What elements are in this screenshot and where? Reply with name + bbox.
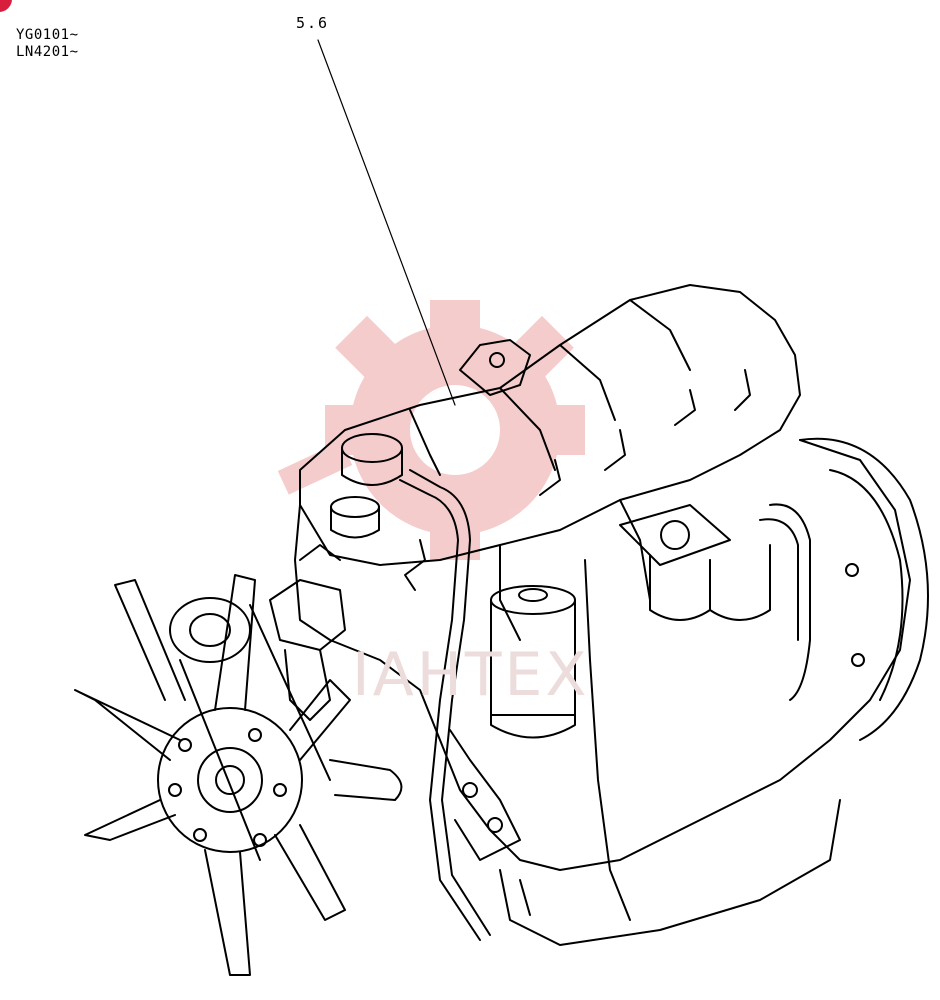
oil-filter [490, 585, 576, 739]
serial-range-1: YG0101~ [16, 27, 79, 43]
fuel-filter [619, 504, 771, 621]
oil-pan [499, 799, 841, 946]
flywheel-housing [799, 437, 929, 741]
breather-hose [399, 479, 481, 941]
cooling-fan [74, 574, 351, 976]
engine-block [294, 439, 911, 871]
watermark-gear-icon [277, 300, 585, 560]
callout-leader-line [317, 39, 456, 406]
callout-label[interactable]: 5.6 [296, 14, 330, 32]
serial-number-ranges: YG0101~ LN4201~ [16, 27, 79, 61]
watermark-text: IAHTEX [352, 640, 590, 710]
serial-range-2: LN4201~ [16, 44, 79, 60]
